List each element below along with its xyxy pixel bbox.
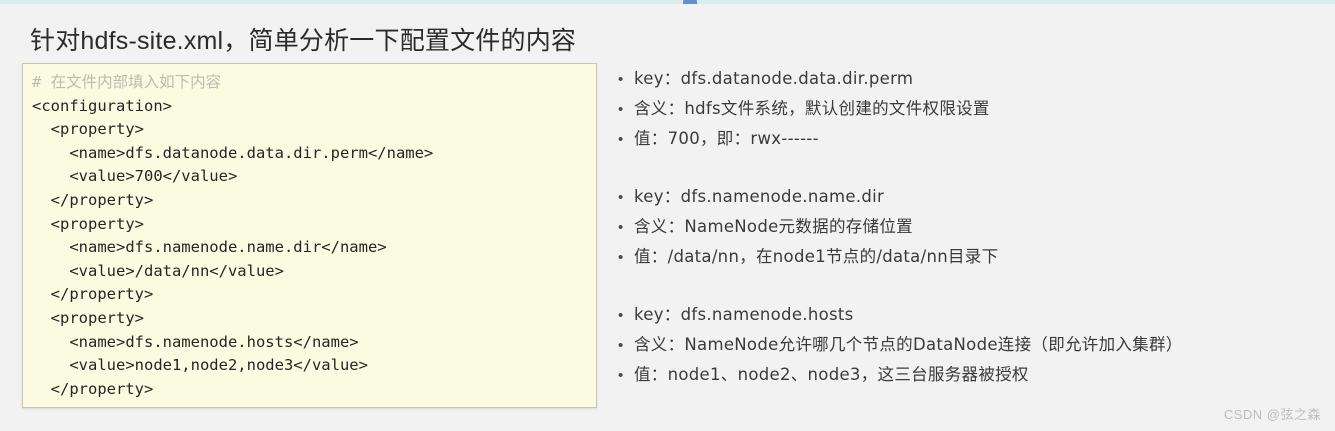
- bullet-dot-icon: •: [618, 337, 624, 354]
- bullet-group: • key：dfs.datanode.data.dir.perm • 含义：hd…: [618, 64, 1318, 154]
- bullet-dot-icon: •: [618, 219, 624, 236]
- list-item-label: key：dfs.namenode.name.dir: [634, 187, 885, 206]
- code-line: <value>/data/nn</value>: [32, 261, 284, 280]
- list-item: • 含义：hdfs文件系统，默认创建的文件权限设置: [618, 94, 1318, 124]
- list-item: • 含义：NameNode允许哪几个节点的DataNode连接（即允许加入集群）: [618, 330, 1318, 360]
- code-line: <name>dfs.namenode.hosts</name>: [32, 332, 359, 351]
- list-item-label: 值：/data/nn，在node1节点的/data/nn目录下: [634, 247, 999, 266]
- bullet-dot-icon: •: [618, 101, 624, 118]
- code-line: <property>: [32, 308, 144, 327]
- bullet-dot-icon: •: [618, 367, 624, 384]
- slide-canvas: 针对hdfs-site.xml，简单分析一下配置文件的内容 # 在文件内部填入如…: [0, 4, 1335, 431]
- bullet-dot-icon: •: [618, 307, 624, 324]
- list-item-label: 含义：hdfs文件系统，默认创建的文件权限设置: [634, 99, 990, 118]
- list-item-label: 含义：NameNode元数据的存储位置: [634, 217, 913, 236]
- list-item: • 含义：NameNode元数据的存储位置: [618, 212, 1318, 242]
- code-line: <name>dfs.datanode.data.dir.perm</name>: [32, 143, 434, 162]
- list-item-label: 值：node1、node2、node3，这三台服务器被授权: [634, 365, 1029, 384]
- top-teal-strip: [0, 0, 1335, 4]
- list-item: • key：dfs.datanode.data.dir.perm: [618, 64, 1318, 94]
- list-item: • 值：700，即：rwx------: [618, 124, 1318, 154]
- code-line: <configuration>: [32, 96, 172, 115]
- bullet-dot-icon: •: [618, 249, 624, 266]
- explanation-list: • key：dfs.datanode.data.dir.perm • 含义：hd…: [618, 64, 1318, 418]
- bullet-dot-icon: •: [618, 131, 624, 148]
- list-item-label: 含义：NameNode允许哪几个节点的DataNode连接（即允许加入集群）: [634, 335, 1183, 354]
- bullet-dot-icon: •: [618, 71, 624, 88]
- code-line: </property>: [32, 379, 154, 398]
- code-line: <property>: [32, 214, 144, 233]
- list-item: • key：dfs.namenode.name.dir: [618, 182, 1318, 212]
- code-line: # 在文件内部填入如下内容: [32, 73, 222, 91]
- watermark: CSDN @弦之森: [1223, 407, 1321, 422]
- bullet-dot-icon: •: [618, 189, 624, 206]
- list-item: • key：dfs.namenode.hosts: [618, 300, 1318, 330]
- list-item-label: key：dfs.namenode.hosts: [634, 305, 854, 324]
- list-item-label: 值：700，即：rwx------: [634, 129, 819, 148]
- list-item: • 值：/data/nn，在node1节点的/data/nn目录下: [618, 242, 1318, 272]
- code-panel: # 在文件内部填入如下内容 <configuration> <property>…: [22, 63, 597, 408]
- list-item: • 值：node1、node2、node3，这三台服务器被授权: [618, 360, 1318, 390]
- top-blue-marker: [683, 0, 697, 5]
- code-line: <property>: [32, 120, 144, 139]
- list-item-label: key：dfs.datanode.data.dir.perm: [634, 69, 914, 88]
- code-block: # 在文件内部填入如下内容 <configuration> <property>…: [23, 64, 596, 401]
- code-line: <name>dfs.namenode.name.dir</name>: [32, 238, 387, 257]
- code-line: <value>node1,node2,node3</value>: [32, 356, 368, 375]
- code-line: </property>: [32, 190, 154, 209]
- page-title: 针对hdfs-site.xml，简单分析一下配置文件的内容: [30, 27, 577, 55]
- bullet-group: • key：dfs.namenode.name.dir • 含义：NameNod…: [618, 182, 1318, 272]
- bullet-group: • key：dfs.namenode.hosts • 含义：NameNode允许…: [618, 300, 1318, 390]
- code-line: <value>700</value>: [32, 167, 238, 186]
- code-line: </property>: [32, 285, 154, 304]
